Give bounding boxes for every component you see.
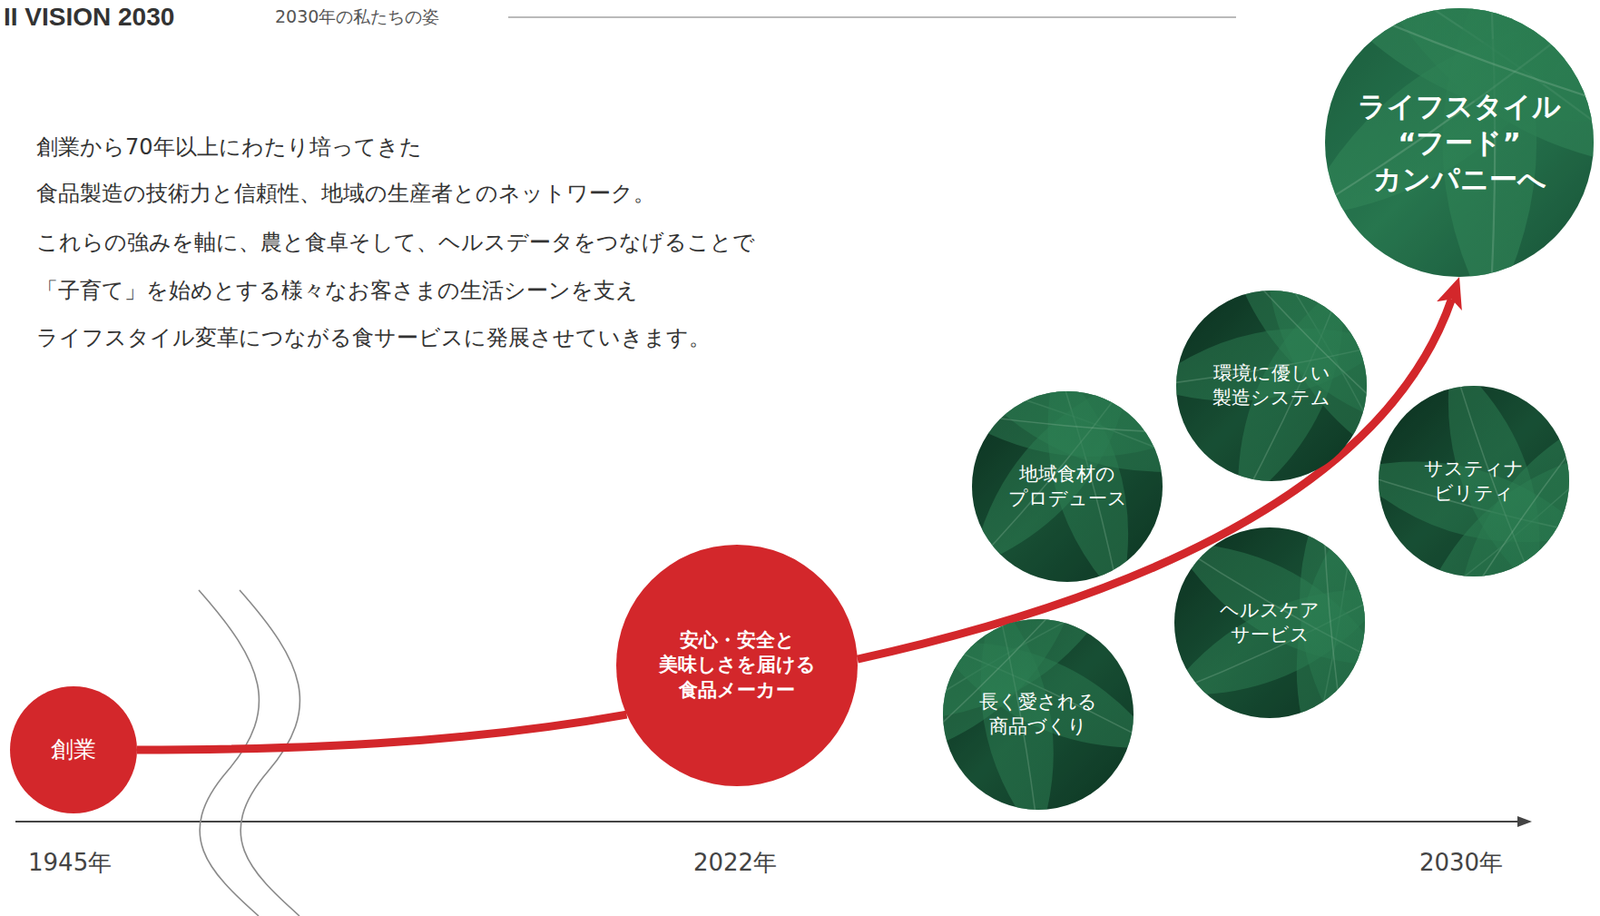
leaf-shade bbox=[1176, 290, 1367, 481]
node-text: 環境に優しい 製造システム bbox=[1206, 361, 1338, 412]
intro-text: 創業から70年以上にわたり培ってきた bbox=[36, 132, 423, 162]
growth-curve bbox=[137, 714, 627, 750]
node-text: 地域食材の プロデュース bbox=[1001, 461, 1134, 512]
leaf-circle-node: サスティナ ビリティ bbox=[1378, 385, 1570, 577]
page-title: II VISION 2030 bbox=[3, 2, 175, 32]
leaf-texture bbox=[971, 391, 1163, 582]
leaf-ground bbox=[1174, 527, 1365, 718]
leaf-texture bbox=[1176, 290, 1367, 481]
leaf-shade bbox=[1325, 8, 1594, 277]
leaf-texture bbox=[1174, 527, 1365, 718]
year-label: 2022年 bbox=[693, 846, 777, 879]
connector-group bbox=[137, 299, 1453, 750]
node-text: 創業 bbox=[37, 735, 110, 766]
leaf-circle-node: ライフスタイル “フード” カンパニーへ bbox=[1325, 8, 1594, 277]
node-text: 安心・安全と 美味しさを届ける 食品メーカー bbox=[656, 628, 818, 703]
leaf-shade bbox=[942, 618, 1134, 810]
leaf-circle-node: 長く愛される 商品づくり bbox=[942, 618, 1134, 810]
red-circle-node: 安心・安全と 美味しさを届ける 食品メーカー bbox=[616, 544, 858, 786]
leaf-shade bbox=[1174, 527, 1365, 718]
leaf-circle-node: ヘルスケア サービス bbox=[1174, 527, 1365, 718]
intro-text: 「子育て」を始めとする様々なお客さまの生活シーンを支え bbox=[36, 275, 639, 305]
leaf-circle-node: 地域食材の プロデュース bbox=[971, 391, 1163, 582]
header-rule bbox=[508, 16, 1237, 18]
break-mark bbox=[239, 589, 300, 916]
node-text: ライフスタイル “フード” カンパニーへ bbox=[1350, 88, 1569, 198]
leaf-ground bbox=[971, 391, 1163, 582]
leaf-circle-node: 環境に優しい 製造システム bbox=[1176, 290, 1367, 481]
intro-text: これらの強みを軸に、農と食卓そして、ヘルスデータをつなげることで bbox=[36, 227, 756, 257]
intro-text: ライフスタイル変革につながる食サービスに発展させていきます。 bbox=[36, 323, 711, 353]
leaf-ground bbox=[1176, 290, 1367, 481]
leaf-shade bbox=[971, 391, 1163, 582]
leaf-shade bbox=[1378, 385, 1570, 577]
node-text: サスティナ ビリティ bbox=[1408, 456, 1541, 507]
axis-arrow-head bbox=[1517, 815, 1532, 827]
leaf-texture bbox=[942, 618, 1134, 810]
red-circle-node: 創業 bbox=[9, 686, 138, 814]
leaf-ground bbox=[1325, 8, 1594, 277]
leaf-ground bbox=[942, 618, 1134, 810]
year-label: 2030年 bbox=[1419, 846, 1503, 879]
intro-text: 食品製造の技術力と信頼性、地域の生産者とのネットワーク。 bbox=[36, 178, 656, 208]
year-label: 1945年 bbox=[28, 846, 112, 879]
leaf-texture bbox=[1378, 385, 1570, 577]
leaf-ground bbox=[1378, 385, 1570, 577]
node-text: ヘルスケア サービス bbox=[1204, 598, 1336, 648]
node-text: 長く愛される 商品づくり bbox=[972, 689, 1105, 740]
section-subtitle: 2030年の私たちの姿 bbox=[274, 5, 440, 30]
